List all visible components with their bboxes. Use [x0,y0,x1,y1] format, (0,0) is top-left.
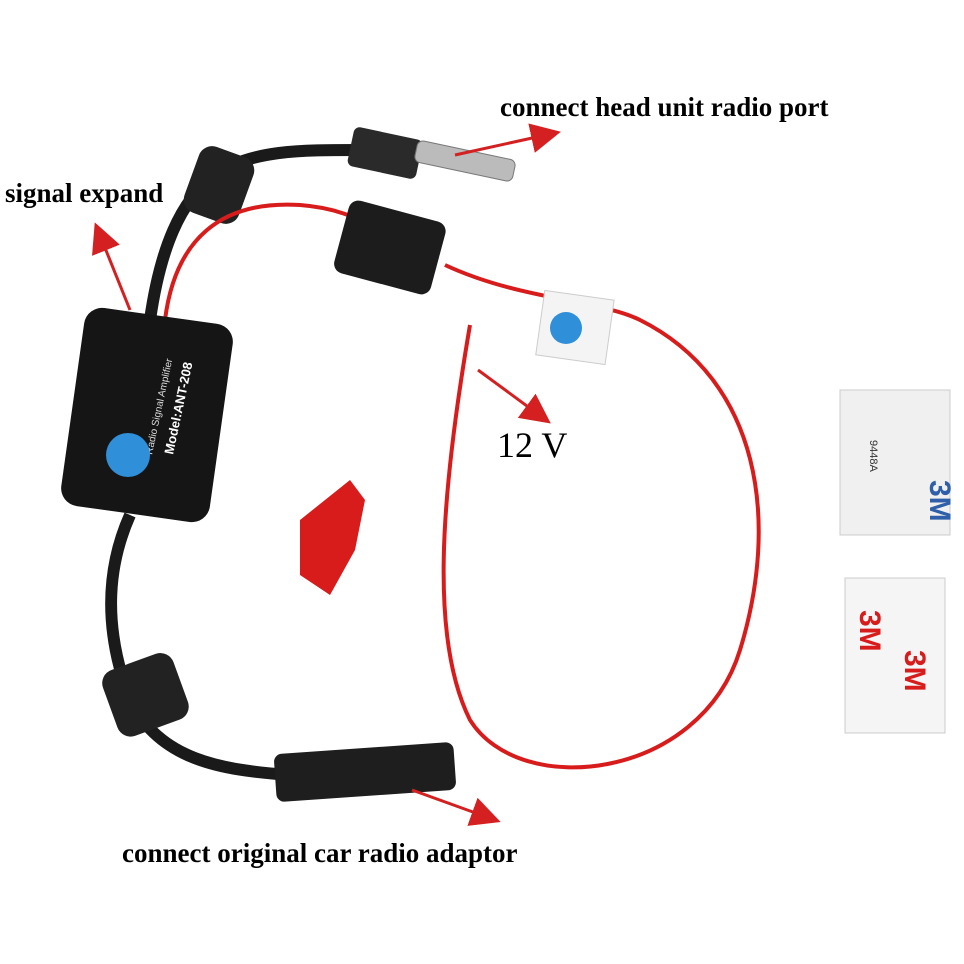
arrow-signal-expand [92,222,132,311]
tape-code: 9448A [867,440,879,472]
label-head-unit: connect head unit radio port [500,92,829,122]
red-wire-loop [441,263,761,770]
amplifier-box [61,307,233,523]
tape-white: 3M 9448A [839,389,956,536]
arrow-car-radio [411,788,501,826]
black-cable-top [144,144,361,321]
label-car-radio: connect original car radio adaptor [122,838,518,868]
tap-connector [300,480,365,595]
black-cable-bottom [105,512,291,781]
ferrite-bottom [102,653,189,737]
device-badge [106,433,150,477]
svg-text:3M: 3M [898,650,931,692]
antenna-plug [347,127,423,179]
label-signal-expand: signal expand [5,178,164,208]
fuse-holder [334,200,446,295]
svg-text:3M: 3M [853,610,886,652]
label-12v: 12 V [497,425,568,465]
arrow-12v [477,368,551,424]
tape-brand-white: 3M [923,480,956,522]
arrow-head-unit [454,123,561,157]
female-connector [274,742,456,802]
tape-red-print: 3M 3M [844,577,946,734]
ferrite-top [183,146,255,224]
antenna-pin [414,140,516,182]
wire-tag-logo [550,312,582,344]
